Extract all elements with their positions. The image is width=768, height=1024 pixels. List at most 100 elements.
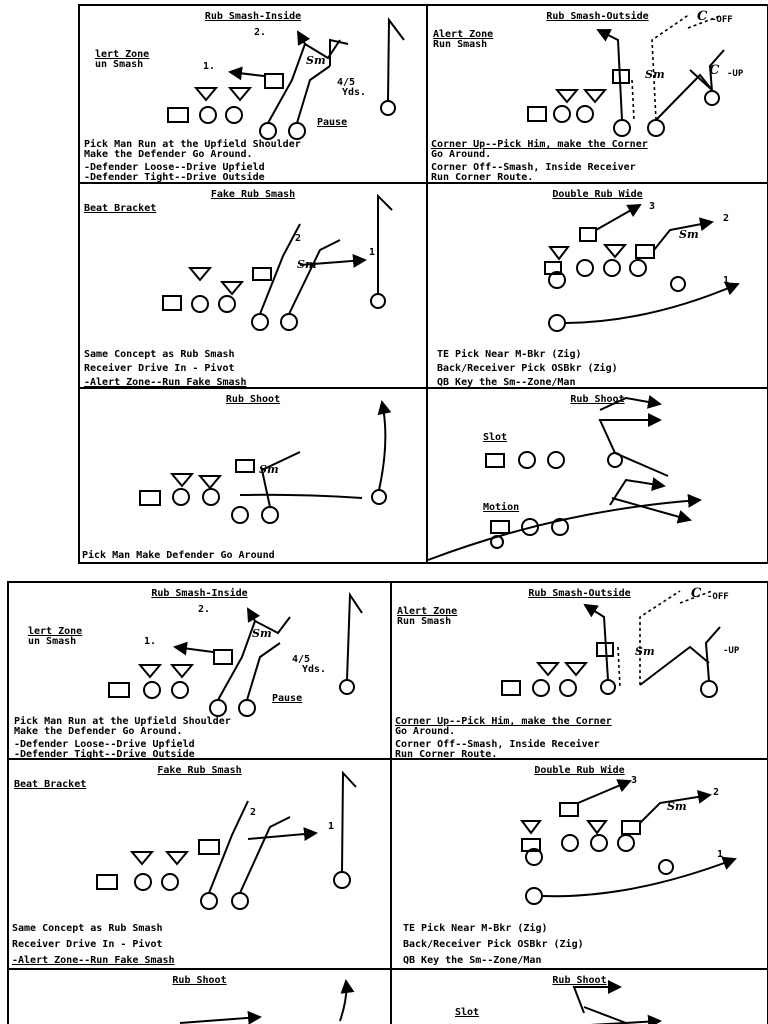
- route-line: [583, 603, 609, 681]
- rub-smash-inside-diagram: [108, 591, 363, 717]
- rub-shoot-right-diagram: [427, 395, 702, 561]
- sheet-top-drawing: [78, 4, 768, 564]
- sheet-gap: [0, 566, 768, 577]
- fake-rub-smash-diagram: [96, 770, 357, 910]
- note-line: Corner Up--Pick Him, make the Corner: [431, 139, 648, 150]
- defender-marker: [554, 89, 580, 104]
- lineman: [617, 834, 635, 852]
- route-arrow: [299, 253, 367, 268]
- yards-label: Yds.: [302, 664, 327, 675]
- route-arrow: [427, 493, 702, 561]
- note-line: -Defender Loose--Drive Upfield: [84, 162, 265, 173]
- note-line: Run Corner Route.: [431, 172, 534, 183]
- panel-title: Rub Shoot: [172, 975, 227, 986]
- lineman: [172, 488, 190, 506]
- note-line: -Defender Loose--Drive Upfield: [14, 739, 195, 750]
- lineman: [629, 259, 647, 277]
- note-line: Make the Defender Go Around.: [84, 149, 253, 160]
- route-arrow: [339, 979, 355, 1022]
- lineman: [171, 681, 189, 699]
- route-number: 1.: [144, 636, 157, 647]
- side-label: Beat Bracket: [14, 779, 87, 790]
- defender-marker: [164, 851, 190, 866]
- panel-double-rub-wide: Double Rub Wide 3 2 Sm 1 TE Pick Near M-…: [427, 183, 768, 388]
- route-line: [689, 69, 713, 91]
- sheet-bottom-drawing: [7, 581, 768, 1024]
- note-line: Back/Receiver Pick OSBkr (Zig): [403, 939, 584, 950]
- note-line: Run Corner Route.: [395, 749, 498, 760]
- receiver-marker: [658, 859, 674, 875]
- route-line: [296, 65, 331, 124]
- corner-off-label: -OFF: [711, 15, 733, 25]
- note-line: -Alert Zone--Run Fake Smash: [84, 377, 247, 388]
- route-number: 1: [369, 247, 376, 258]
- side-label: Alert Zone: [433, 29, 494, 40]
- defender-marker: [169, 473, 195, 488]
- route-line: [704, 626, 721, 682]
- route-line: [239, 816, 291, 894]
- route-number: 2: [250, 807, 257, 818]
- corner-label: C: [709, 63, 720, 78]
- defender-marker: [520, 820, 542, 835]
- side-label: Alert Zone: [397, 606, 458, 617]
- route-line: [614, 452, 669, 477]
- note-line: Pick Man Make Defender Go Around: [82, 550, 275, 561]
- pause-label: Pause: [272, 693, 303, 704]
- lineman: [521, 518, 539, 536]
- route-line: [387, 17, 405, 102]
- receiver-box: [198, 839, 220, 855]
- route-arrow: [296, 30, 311, 46]
- panel-fake-rub-smash: Fake Rub Smash Beat Bracket 2 1 Same Con…: [8, 759, 391, 969]
- lineman: [547, 451, 565, 469]
- smash-label: Sm: [252, 627, 272, 640]
- route-line: [596, 29, 623, 121]
- lineman: [134, 873, 152, 891]
- note-line: Receiver Drive In - Pivot: [84, 363, 235, 374]
- note-line: Corner Up--Pick Him, make the Corner: [395, 716, 612, 727]
- route-line: [639, 645, 710, 686]
- smash-label: Sm: [645, 68, 665, 81]
- panel-title: Rub Smash-Inside: [204, 11, 302, 22]
- slot-label: Slot: [455, 1007, 480, 1018]
- route-number: 1: [723, 275, 730, 286]
- back-marker: [525, 887, 543, 905]
- route-number: 2: [723, 213, 730, 224]
- route-arrow: [173, 641, 214, 656]
- route-number: 2.: [254, 27, 267, 38]
- rub-shoot-left-diagram: [179, 979, 355, 1024]
- note-line: -Defender Tight--Drive Outside: [14, 749, 195, 760]
- receiver-box: [235, 459, 255, 473]
- route-arrow: [246, 607, 261, 623]
- defender-marker: [219, 281, 245, 296]
- note-line: Make the Defender Go Around.: [14, 726, 183, 737]
- note-line: Pick Man Run at the Upfield Shoulder: [84, 139, 301, 150]
- note-line: Pick Man Run at the Upfield Shoulder: [14, 716, 231, 727]
- smash-label: Sm: [306, 54, 326, 67]
- route-arrow: [595, 204, 642, 231]
- panel-rub-shoot-left: Rub Shoot: [8, 969, 391, 1024]
- rub-smash-outside-diagram: [527, 29, 725, 137]
- route-line: [208, 800, 249, 894]
- panel-rub-shoot-left: Rub Shoot Sm Pick Man Make Defender Go A…: [79, 388, 427, 563]
- panel-rub-shoot-right: Rub Shoot Slot: [391, 969, 768, 1024]
- route-arrow: [572, 980, 622, 1014]
- note-line: TE Pick Near M-Bkr (Zig): [437, 349, 582, 360]
- smash-label: Sm: [635, 645, 655, 658]
- lineman-center: [167, 107, 189, 123]
- slot-label: Slot: [483, 432, 508, 443]
- lineman: [590, 834, 608, 852]
- panel-title: Rub Smash-Inside: [151, 588, 248, 599]
- route-line: [246, 642, 281, 701]
- defender-marker: [129, 851, 155, 866]
- rub-shoot-left-diagram: [139, 400, 392, 524]
- route-line: [655, 73, 713, 121]
- note-line: -Alert Zone--Run Fake Smash: [12, 955, 175, 966]
- sheet-border: [78, 4, 768, 564]
- route-arrow: [247, 827, 318, 842]
- lineman: [576, 259, 594, 277]
- lineman: [143, 681, 161, 699]
- playbook-sheet-top: Rub Smash-Inside lert Zone un Smash 2. 1…: [78, 4, 768, 564]
- route-arrow: [228, 66, 265, 81]
- lineman: [202, 488, 220, 506]
- defender-marker: [137, 664, 163, 679]
